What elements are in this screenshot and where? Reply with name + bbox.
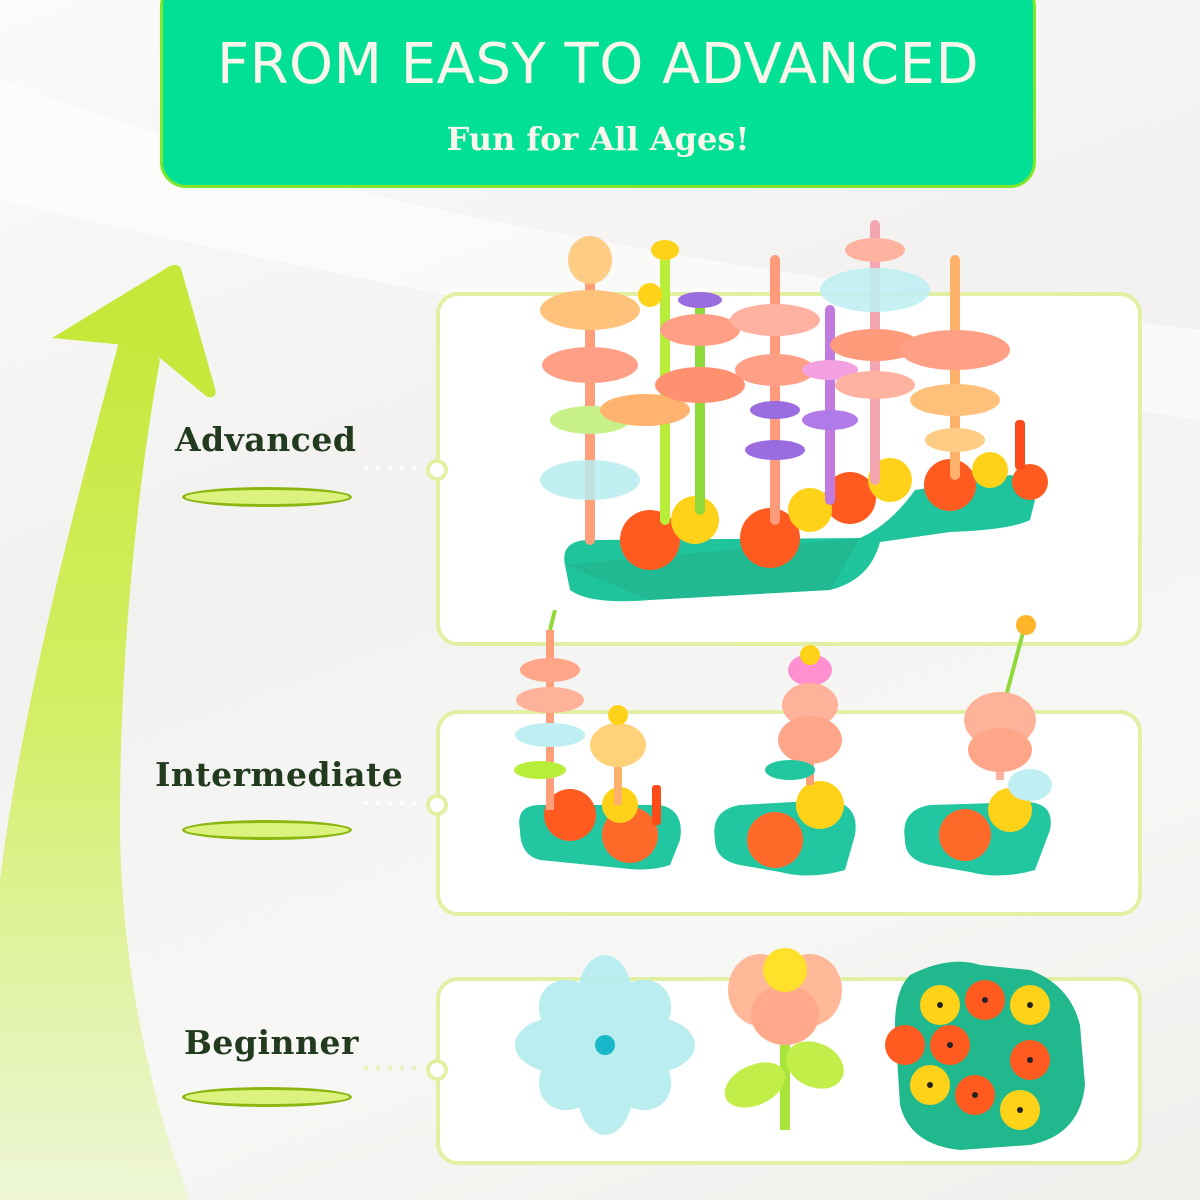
beginner-pill-icon bbox=[182, 1087, 352, 1107]
banner-subtitle: Fun for All Ages! bbox=[446, 120, 750, 158]
advanced-flower-garden-image bbox=[540, 220, 1048, 602]
level-label-beginner: Beginner bbox=[184, 1023, 359, 1062]
banner-title: FROM EASY TO ADVANCED bbox=[216, 32, 980, 97]
intermediate-pill-icon bbox=[182, 820, 352, 840]
header-banner: FROM EASY TO ADVANCED Fun for All Ages! bbox=[160, 0, 1036, 188]
level-label-advanced: Advanced bbox=[175, 420, 357, 459]
beginner-connector-dots bbox=[360, 1066, 418, 1070]
advanced-pill-icon bbox=[182, 487, 352, 507]
advanced-node-icon bbox=[426, 459, 448, 481]
advanced-connector-dots bbox=[360, 466, 418, 470]
intermediate-flower-builds-image bbox=[514, 610, 1052, 876]
intermediate-node-icon bbox=[426, 794, 448, 816]
beginner-node-icon bbox=[426, 1059, 448, 1081]
intermediate-connector-dots bbox=[360, 801, 418, 805]
level-label-intermediate: Intermediate bbox=[155, 755, 404, 794]
beginner-pieces-image bbox=[515, 948, 1085, 1150]
